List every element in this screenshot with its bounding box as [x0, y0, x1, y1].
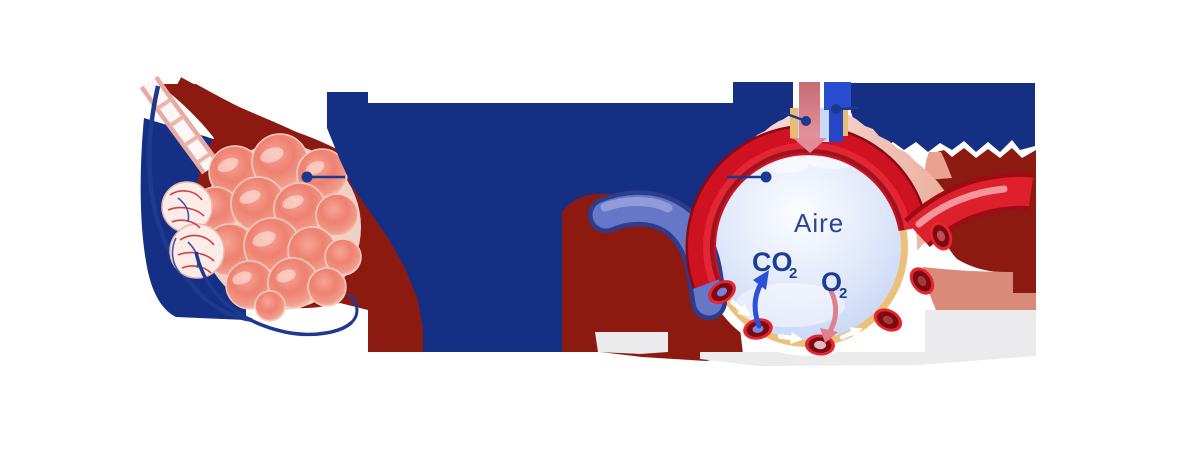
blood-flow-arrow-icon [777, 332, 803, 344]
air-label: Aire [794, 208, 844, 238]
arteriole-tube [174, 77, 324, 157]
o2-label-sub: 2 [839, 285, 847, 302]
alveoli-balls [192, 133, 362, 322]
salmon-wedge [925, 152, 952, 180]
alveoli-cluster-illustration [139, 75, 425, 352]
rbc-in-artery [929, 221, 953, 251]
capillary-ring [685, 124, 929, 289]
leader-cluster [301, 171, 345, 183]
blood-flow-arrow-icon [839, 327, 863, 340]
blood-flow-arrow-icon [897, 286, 913, 308]
rbc-deoxygenated [708, 280, 736, 304]
alveolus-cross-section-illustration: Aire CO 2 O 2 [588, 82, 1034, 356]
salmon-blob-right [923, 267, 1036, 310]
venule-curl [194, 251, 359, 337]
leader-alveolus-wall [727, 171, 772, 183]
capillary-mesh-balls [161, 181, 225, 279]
blood-flow-arrows [730, 286, 913, 344]
navy-blob-top-right [851, 83, 1035, 152]
leader-dot-icon [301, 171, 313, 183]
rbc-oxygenated [909, 267, 935, 295]
co2-transfer-arrow-icon [752, 270, 769, 329]
gas-labels: Aire CO 2 O 2 [752, 208, 847, 302]
blood-flow-arrow-icon [730, 299, 751, 317]
alveoli-ball-highlights [217, 147, 325, 285]
leader-air-in [783, 111, 811, 126]
grey-shadow-left [595, 332, 668, 354]
leader-air-out [831, 104, 860, 114]
co2-label: CO [752, 247, 793, 277]
label-blob-artifacts [327, 82, 1036, 366]
o2-label: O [821, 267, 842, 297]
leader-dot-icon [831, 104, 841, 114]
rbc-releasing-co2 [743, 318, 773, 340]
pulmonary-artery-tube [904, 172, 1034, 248]
rbc-oxygenated [873, 308, 903, 332]
alveolus-air-space [715, 154, 901, 340]
leader-dot-icon [801, 116, 811, 126]
leader-dot-icon [760, 171, 772, 183]
bronchiole-tube [139, 75, 220, 175]
co2-label-sub: 2 [789, 265, 797, 282]
o2-transfer-arrow-icon [820, 288, 839, 343]
callout-leaders [301, 104, 860, 183]
